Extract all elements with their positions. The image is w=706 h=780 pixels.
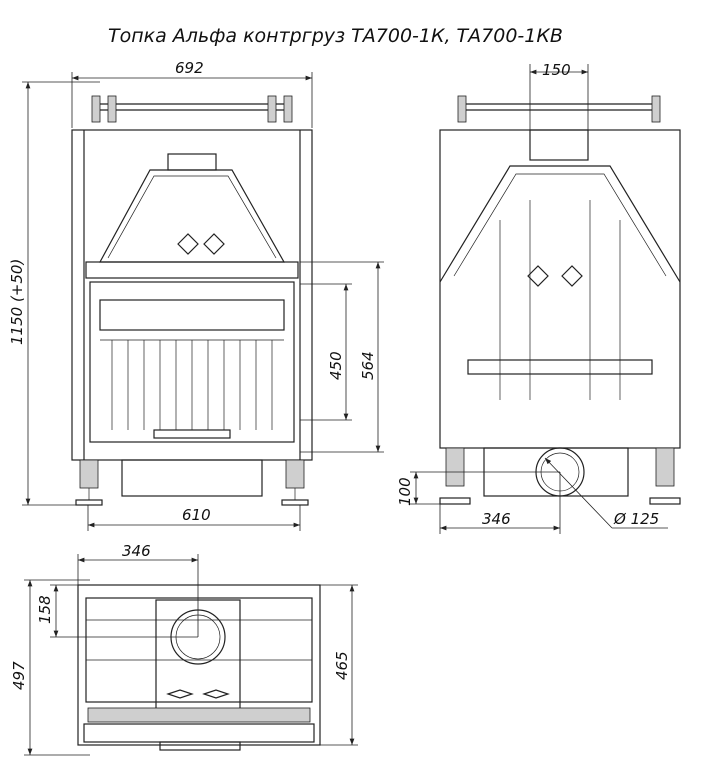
dim-497: 497 [10, 661, 28, 690]
dim-150: 150 [542, 61, 571, 79]
drawing-title: Топка Альфа контргруз ТА700-1К, ТА700-1К… [108, 25, 563, 47]
dim-158: 158 [36, 595, 54, 624]
dim-692: 692 [175, 59, 204, 77]
dim-1150: 1150 (+50) [8, 259, 26, 345]
dim-diameter-125: Ø 125 [613, 510, 659, 528]
dim-100: 100 [396, 477, 414, 506]
top-view [77, 584, 321, 751]
dim-346-top: 346 [122, 542, 151, 560]
side-view [439, 95, 681, 505]
dim-564: 564 [359, 351, 377, 380]
dim-610: 610 [182, 506, 211, 524]
dim-450: 450 [327, 351, 345, 380]
front-view [71, 95, 313, 506]
dim-465: 465 [333, 651, 351, 680]
dim-346-side: 346 [482, 510, 511, 528]
